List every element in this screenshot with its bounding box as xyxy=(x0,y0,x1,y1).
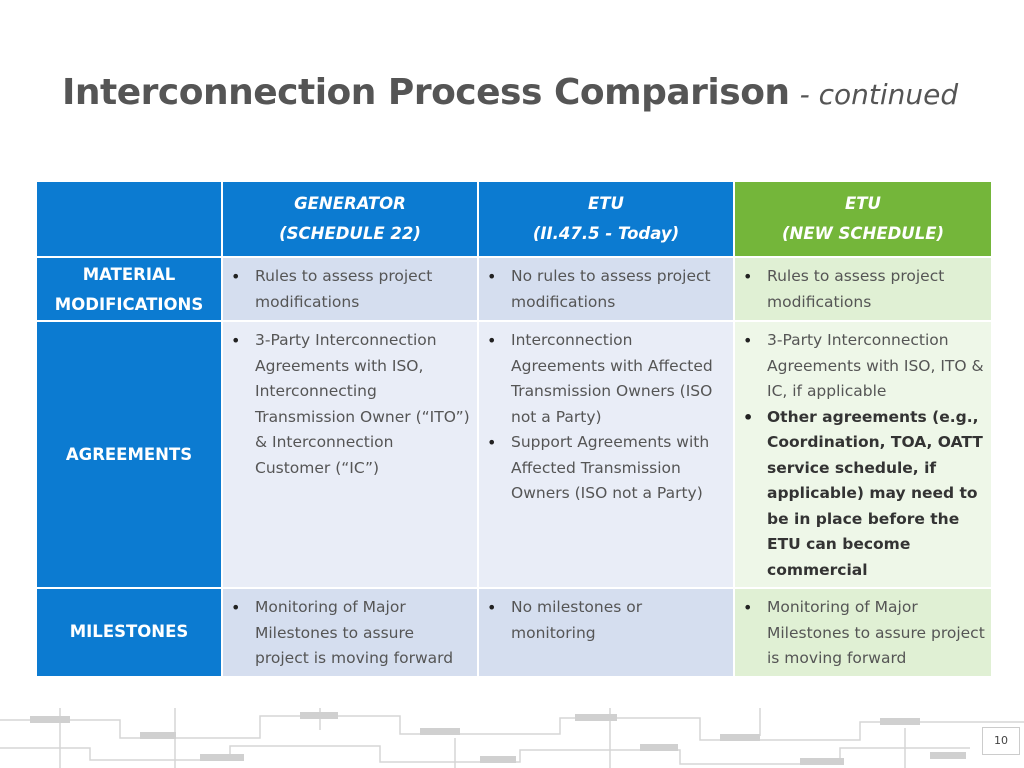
header-etu-today: ETU (II.47.5 - Today) xyxy=(477,180,735,258)
table-row-milestones: MILESTONES Monitoring of Major Milestone… xyxy=(35,587,993,678)
table-row-agreements: AGREEMENTS 3-Party Interconnection Agree… xyxy=(35,320,993,589)
list-item: 3-Party Interconnection Agreements with … xyxy=(231,328,471,481)
slide-subtitle: - continued xyxy=(799,78,959,111)
cell-etu-new-agreements: 3-Party Interconnection Agreements with … xyxy=(733,320,993,589)
page-number: 10 xyxy=(982,727,1020,755)
cell-etu-new-material: Rules to assess project modifications xyxy=(733,256,993,322)
header-etu-new-line2: (NEW SCHEDULE) xyxy=(781,224,945,243)
list-item: Interconnection Agreements with Affected… xyxy=(487,328,727,430)
header-generator: GENERATOR (SCHEDULE 22) xyxy=(221,180,479,258)
list-item: Support Agreements with Affected Transmi… xyxy=(487,430,727,507)
row-label-milestones: MILESTONES xyxy=(35,587,223,678)
comparison-table: GENERATOR (SCHEDULE 22) ETU (II.47.5 - T… xyxy=(35,180,993,678)
list-item: Monitoring of Major Milestones to assure… xyxy=(743,595,985,672)
list-item: Monitoring of Major Milestones to assure… xyxy=(231,595,471,672)
table-row-material-modifications: MATERIAL MODIFICATIONS Rules to assess p… xyxy=(35,256,993,322)
slide-title: Interconnection Process Comparison - cont… xyxy=(62,72,958,113)
header-etu-new: ETU (NEW SCHEDULE) xyxy=(733,180,993,258)
cell-etu-today-agreements: Interconnection Agreements with Affected… xyxy=(477,320,735,589)
header-row: GENERATOR (SCHEDULE 22) ETU (II.47.5 - T… xyxy=(35,180,993,258)
cell-generator-agreements: 3-Party Interconnection Agreements with … xyxy=(221,320,479,589)
row-label-agreements: AGREEMENTS xyxy=(35,320,223,589)
header-corner-cell xyxy=(35,180,223,258)
header-etu-new-line1: ETU xyxy=(845,194,881,213)
row-label-line2: MODIFICATIONS xyxy=(54,295,204,314)
list-item: Rules to assess project modifications xyxy=(743,264,985,315)
cell-etu-today-milestones: No milestones or monitoring xyxy=(477,587,735,678)
row-label-material-modifications: MATERIAL MODIFICATIONS xyxy=(35,256,223,322)
header-etu-today-line2: (II.47.5 - Today) xyxy=(532,224,680,243)
cell-generator-material: Rules to assess project modifications xyxy=(221,256,479,322)
header-etu-today-line1: ETU xyxy=(588,194,624,213)
circuit-decoration xyxy=(0,708,1024,768)
row-label-line1: MATERIAL xyxy=(82,265,176,284)
header-generator-line2: (SCHEDULE 22) xyxy=(279,224,421,243)
list-item: 3-Party Interconnection Agreements with … xyxy=(743,328,985,405)
cell-etu-new-milestones: Monitoring of Major Milestones to assure… xyxy=(733,587,993,678)
list-item: Rules to assess project modifications xyxy=(231,264,471,315)
cell-etu-today-material: No rules to assess project modifications xyxy=(477,256,735,322)
header-generator-line1: GENERATOR xyxy=(294,194,406,213)
list-item-bold: Other agreements (e.g., Coordination, TO… xyxy=(743,405,985,584)
list-item: No rules to assess project modifications xyxy=(487,264,727,315)
cell-generator-milestones: Monitoring of Major Milestones to assure… xyxy=(221,587,479,678)
slide-title-text: Interconnection Process Comparison xyxy=(62,72,790,113)
list-item: No milestones or monitoring xyxy=(487,595,727,646)
